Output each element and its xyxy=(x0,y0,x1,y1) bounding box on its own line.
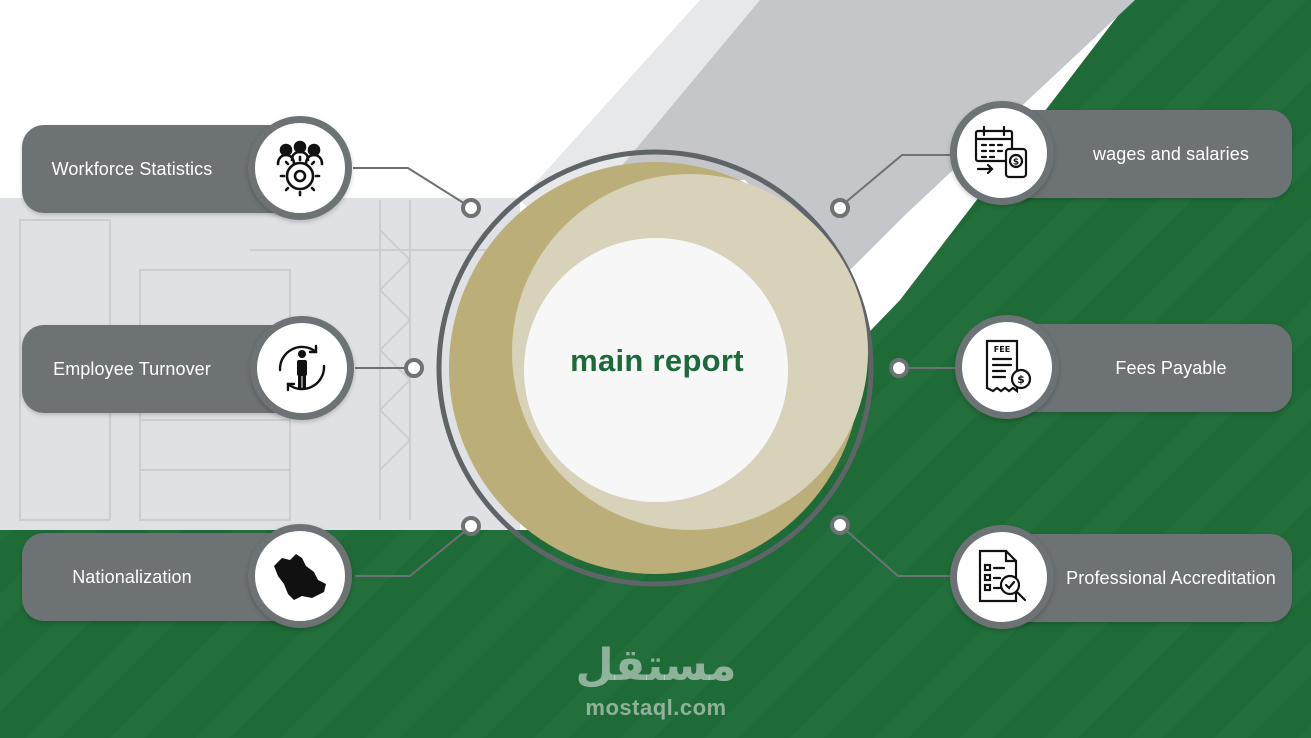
calendar-money-icon: $ xyxy=(974,125,1028,179)
nationalization-icon[interactable] xyxy=(248,524,352,628)
workforce-statistics-label: Workforce Statistics xyxy=(51,158,213,179)
nationalization-label: Nationalization xyxy=(72,566,192,587)
professional-accreditation-label: Professional Accreditation xyxy=(1066,567,1276,588)
watermark-url: mostaql.com xyxy=(585,695,727,720)
document-check-icon xyxy=(978,549,1027,603)
fees-payable-label: Fees Payable xyxy=(1115,357,1227,378)
professional-accreditation-icon[interactable] xyxy=(950,525,1054,629)
svg-text:$: $ xyxy=(1017,373,1025,386)
fee-receipt-icon: FEE $ xyxy=(985,339,1032,394)
wages-and-salaries-label: wages and salaries xyxy=(1093,143,1249,164)
watermark-arabic: مستقل xyxy=(575,641,737,690)
employee-rotation-icon xyxy=(278,344,326,392)
employee-turnover-icon[interactable] xyxy=(250,316,354,420)
team-gear-icon xyxy=(276,140,324,197)
connector-dots xyxy=(404,198,909,536)
central-hub xyxy=(436,149,874,587)
connector-lines xyxy=(353,154,957,577)
main-report-title[interactable]: main report xyxy=(570,343,744,378)
svg-text:$: $ xyxy=(1013,158,1019,168)
fee-icon-text: FEE xyxy=(994,345,1010,354)
wages-and-salaries-icon[interactable]: $ xyxy=(950,101,1054,205)
saudi-map-icon xyxy=(274,554,326,600)
workforce-statistics-icon[interactable] xyxy=(248,116,352,220)
grey-diagonal xyxy=(560,0,1135,280)
fees-payable-icon[interactable]: FEE $ xyxy=(955,315,1059,419)
employee-turnover-label: Employee Turnover xyxy=(53,358,211,379)
